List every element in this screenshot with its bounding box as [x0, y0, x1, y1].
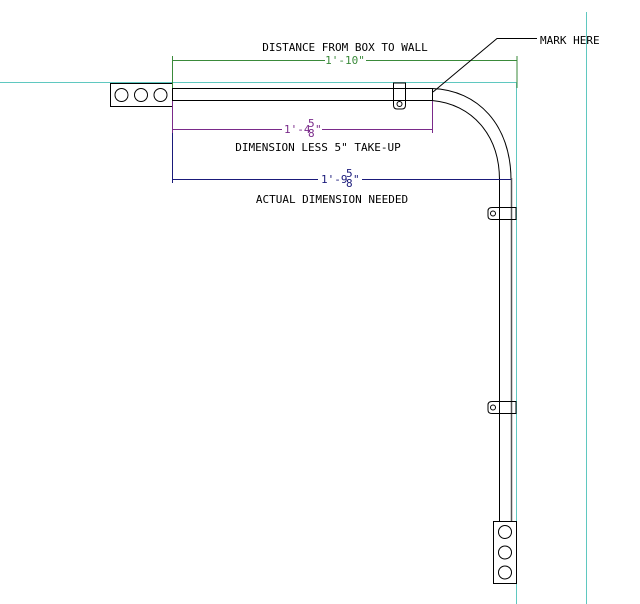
pipe-straps — [393, 82, 517, 414]
distance-title: DISTANCE FROM BOX TO WALL — [262, 41, 428, 54]
screw-icon — [490, 210, 496, 217]
left-junction-box — [110, 83, 173, 107]
actual-value-whole: 1'-9 — [321, 173, 348, 186]
less-value-denominator: 8 — [308, 127, 315, 140]
pipe-strap — [393, 82, 406, 110]
bottom-junction-box — [493, 521, 517, 584]
knockout-circle — [134, 88, 148, 102]
distance-value: 1'-10" — [325, 54, 365, 67]
knockout-circle — [153, 88, 168, 102]
less-value-whole: 1'-4 — [284, 123, 311, 136]
actual-value-denominator: 8 — [346, 177, 353, 190]
less-value-numerator: 5 — [308, 117, 315, 130]
knockout-circle — [114, 88, 129, 102]
knockout-circle — [498, 525, 512, 539]
less-takeup-title: DIMENSION LESS 5" TAKE-UP — [235, 141, 401, 154]
less-value-inch: " — [315, 123, 322, 136]
mark-here-callout: MARK HERE — [432, 34, 600, 93]
knockout-circle — [498, 565, 512, 580]
actual-value-inch: " — [353, 173, 360, 186]
actual-dimension-title: ACTUAL DIMENSION NEEDED — [256, 193, 408, 206]
less-takeup-dimension: 1'-4 5 8 " DIMENSION LESS 5" TAKE-UP — [172, 101, 433, 154]
actual-dimension: 1'-9 5 8 " ACTUAL DIMENSION NEEDED — [172, 133, 511, 206]
pipe-strap — [487, 207, 517, 220]
screw-icon — [490, 404, 496, 411]
knockout-circle — [498, 545, 512, 560]
screw-icon — [396, 101, 403, 107]
actual-value-numerator: 5 — [346, 167, 353, 180]
guide-lines — [0, 12, 587, 604]
conduit-pipe — [172, 88, 513, 521]
distance-dimension: DISTANCE FROM BOX TO WALL 1'-10" — [172, 41, 518, 88]
leader-line — [432, 38, 537, 93]
pipe-strap — [487, 401, 517, 414]
mark-here-label: MARK HERE — [540, 34, 600, 47]
